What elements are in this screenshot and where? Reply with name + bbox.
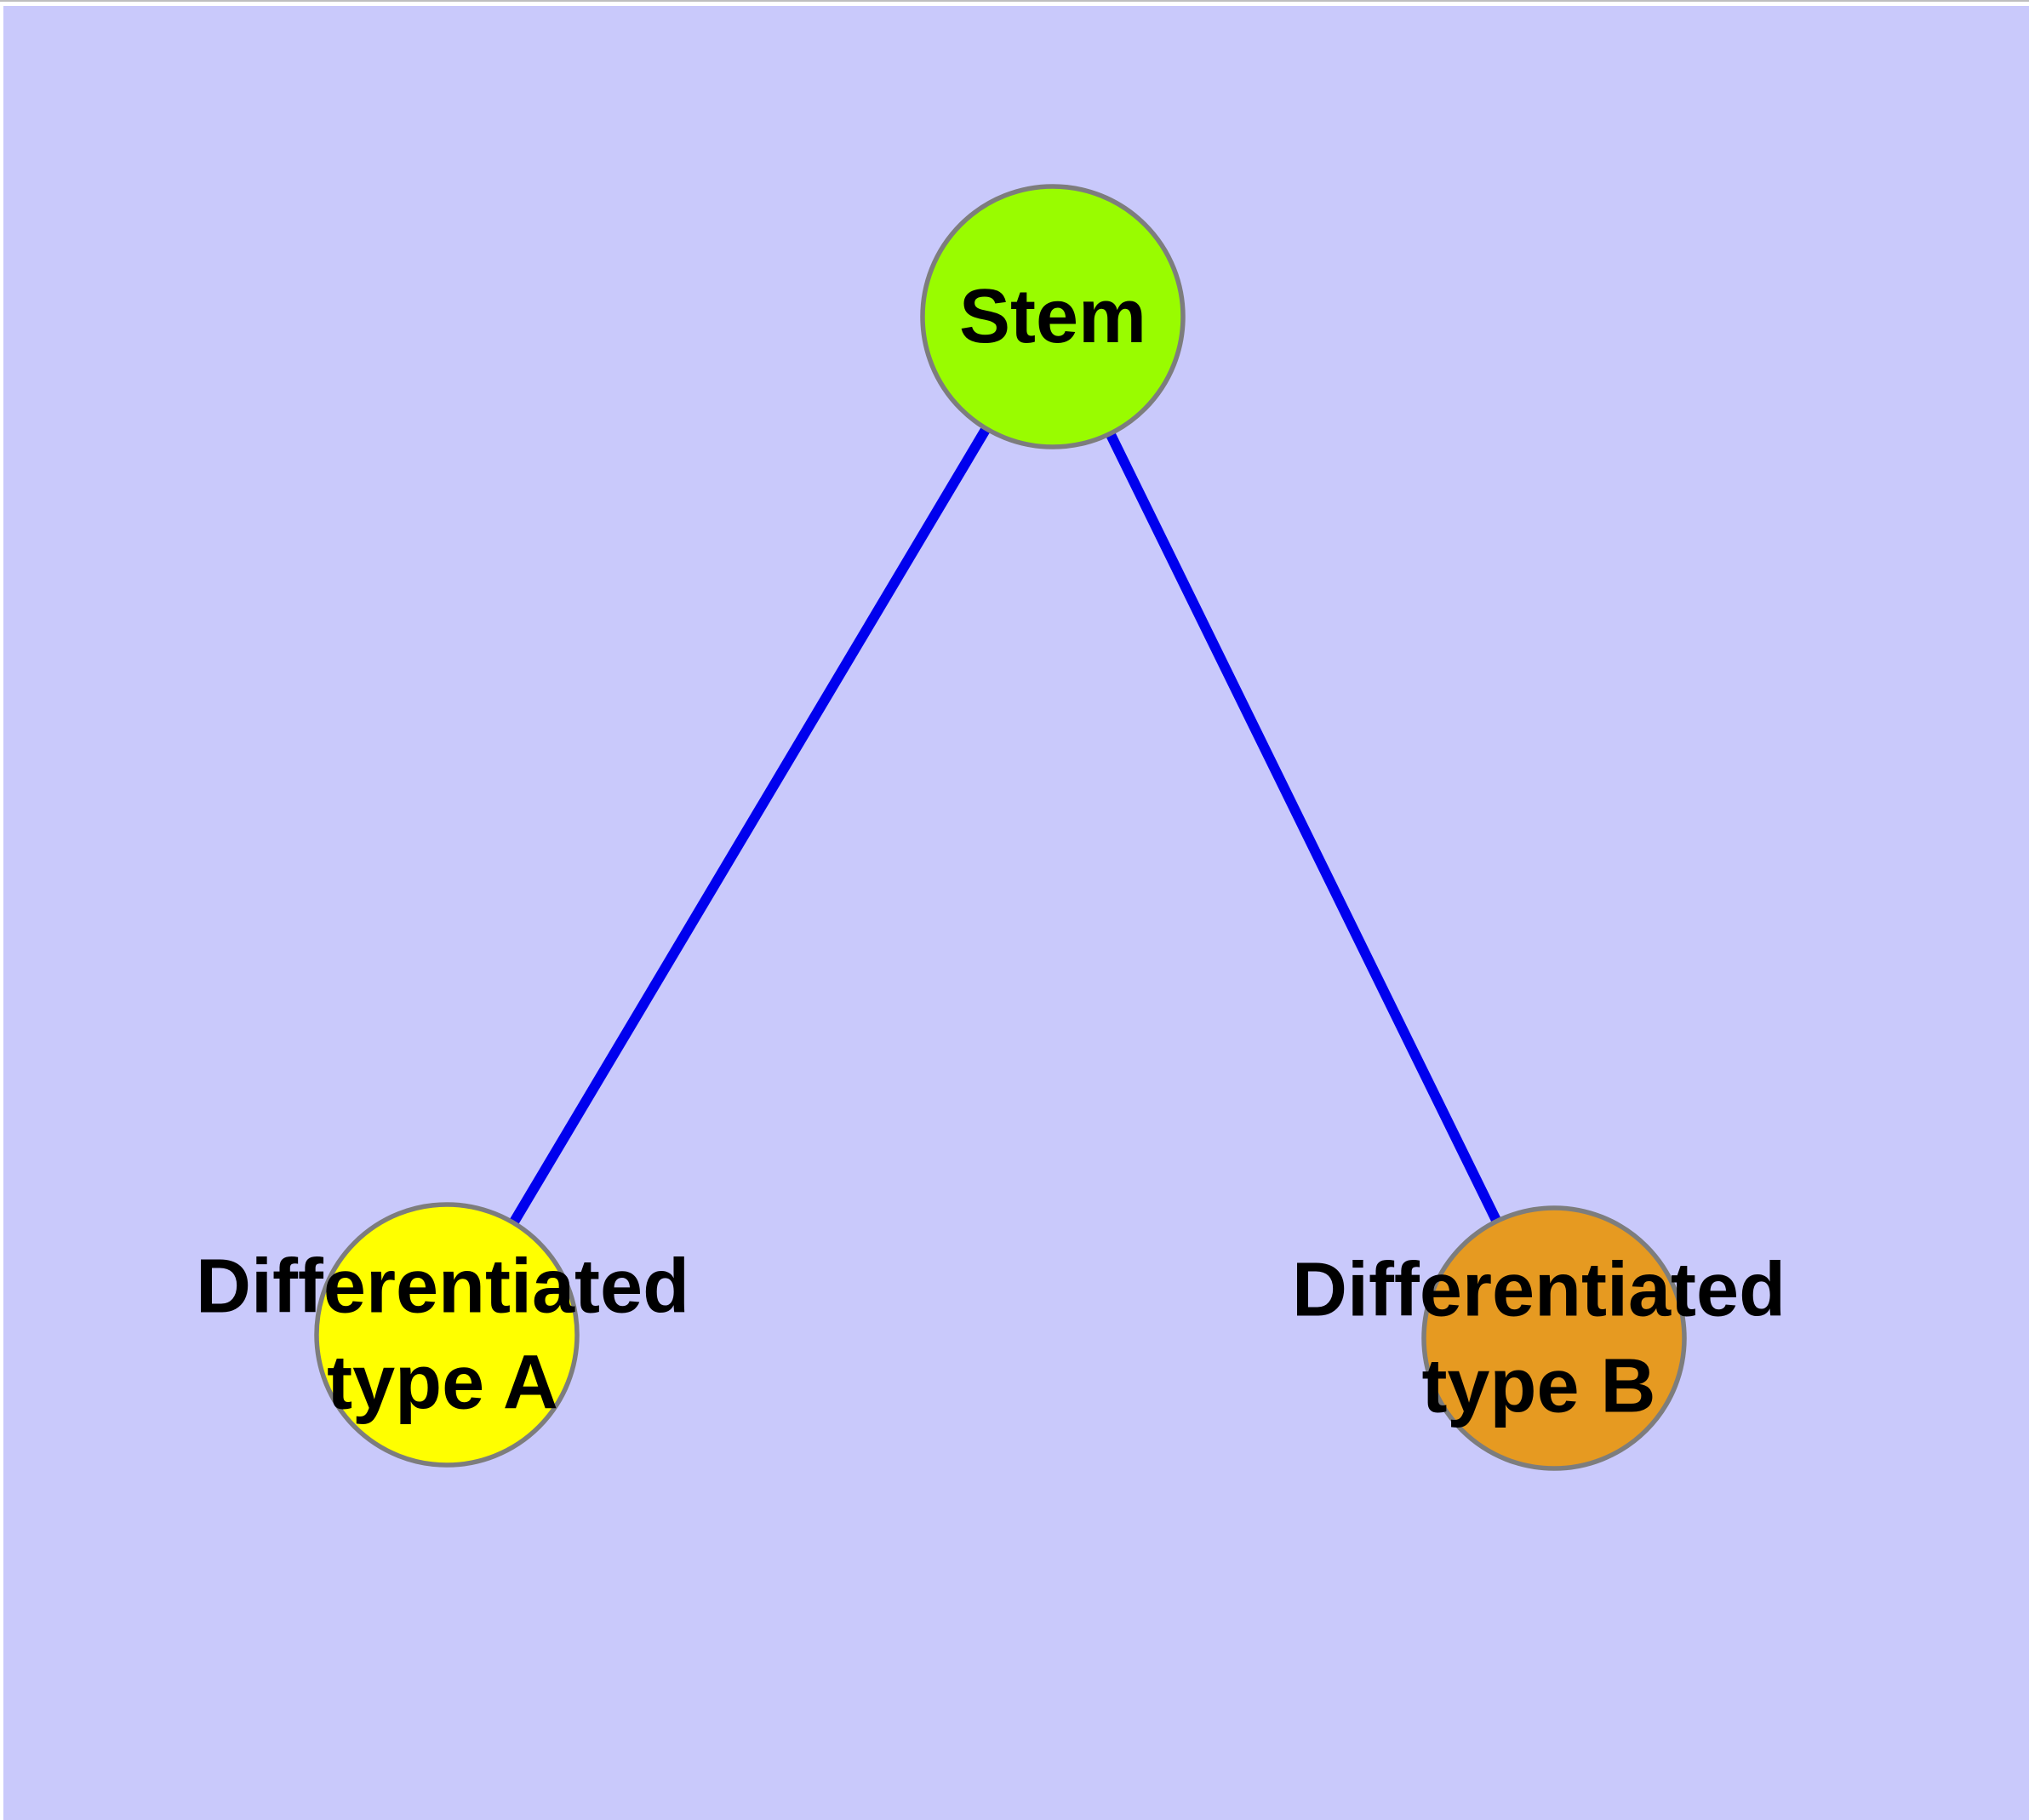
node-label-type-b-line2: type B (1421, 1343, 1656, 1428)
node-type-b-circle (1421, 1205, 1687, 1471)
edge-stem-to-type-a (442, 313, 1058, 1338)
node-label-stem: Stem (958, 273, 1147, 359)
node-label-type-a: Differentiated type A (196, 1239, 689, 1431)
node-label-type-b-line1: Differentiated (1291, 1247, 1786, 1333)
node-label-type-b: Differentiated type B (1292, 1243, 1786, 1434)
node-stem-circle (920, 184, 1186, 449)
node-label-type-a-line2: type A (327, 1340, 558, 1425)
node-type-a-circle (314, 1202, 580, 1468)
edge-stem-to-type-b (1048, 314, 1559, 1341)
node-label-type-a-line1: Differentiated (195, 1244, 690, 1330)
window-edge-line (0, 0, 2029, 2)
